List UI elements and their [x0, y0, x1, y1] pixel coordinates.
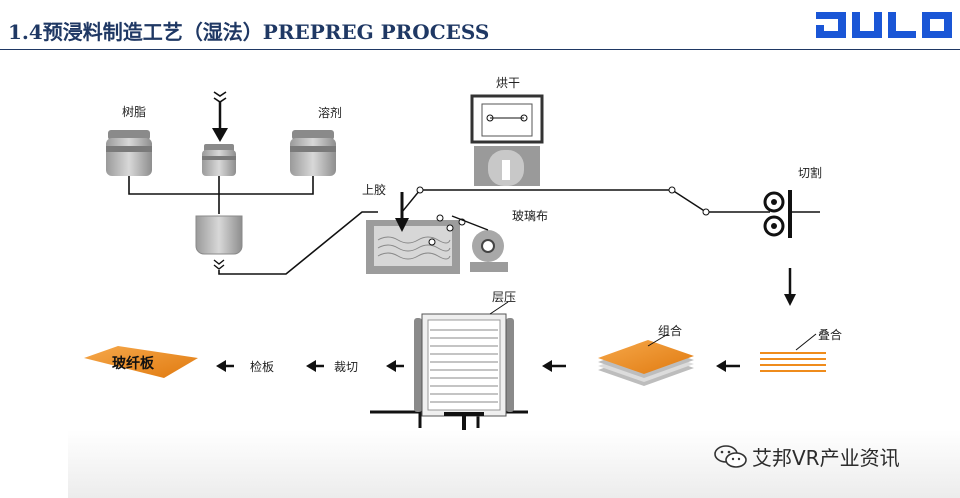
label-trimming: 裁切	[334, 360, 359, 374]
label-combination: 组合	[658, 324, 683, 338]
label-cutting: 切割	[798, 166, 823, 180]
header-divider	[0, 49, 960, 50]
cutting-rollers	[763, 190, 820, 238]
bottom-gradient	[68, 430, 960, 498]
stacking-sheets	[760, 333, 826, 372]
feed-pipes	[128, 176, 314, 214]
gluing-bath	[366, 192, 466, 274]
watermark-text: 艾邦VR产业资讯	[752, 446, 900, 470]
additive-tank	[202, 91, 236, 176]
label-gluing: 上胶	[362, 183, 387, 197]
label-resin: 树脂	[122, 105, 147, 119]
mixer-tank	[195, 215, 243, 270]
label-solvent: 溶剂	[318, 106, 343, 120]
julo-logo	[816, 12, 952, 38]
cloth-path	[401, 189, 770, 213]
resin-line	[218, 211, 378, 275]
label-fiberglass-board: 玻纤板	[112, 356, 154, 372]
lamination-press	[370, 301, 528, 430]
wechat-icon	[714, 445, 747, 468]
label-glass-cloth: 玻璃布	[512, 209, 549, 223]
fiberglass-board-shape	[84, 346, 198, 378]
drying-oven	[470, 94, 544, 186]
glass-cloth-roll	[451, 215, 508, 272]
flow-arrows	[216, 360, 740, 372]
page-title: 1.4预浸料制造工艺（湿法）PREPREG PROCESS	[8, 20, 490, 44]
label-drying: 烘干	[496, 76, 521, 90]
label-stacking: 叠合	[818, 328, 843, 342]
label-inspection: 检板	[250, 360, 275, 374]
combination-stack	[598, 333, 694, 386]
resin-tank	[106, 130, 152, 176]
solvent-tank	[290, 130, 336, 176]
label-lamination: 层压	[492, 290, 517, 304]
